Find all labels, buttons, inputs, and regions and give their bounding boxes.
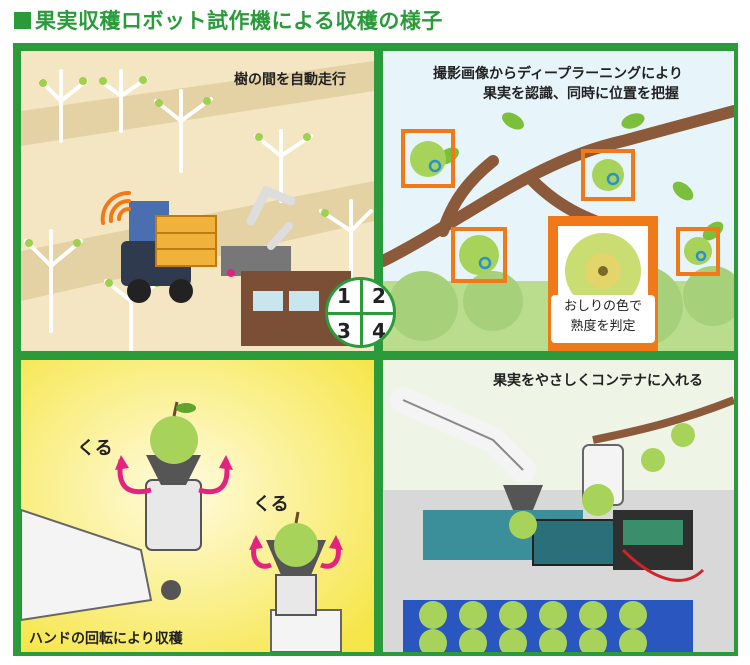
badge-divider-vertical — [360, 280, 363, 345]
page-title: 果実収穫ロボット試作機による収穫の様子 — [14, 2, 443, 38]
panel-3-hand-rotation: くる くる ハンドの回転により収穫 — [21, 360, 374, 652]
title-text: 果実収穫ロボット試作機による収穫の様子 — [35, 9, 443, 33]
orchard-illustration — [21, 61, 374, 351]
illustration-frame: 樹の間を自動走行 — [13, 43, 738, 656]
ripeness-callout: おしりの色で 熟度を判定 — [551, 295, 655, 343]
hand-illustration — [21, 360, 374, 652]
panel-number-1: 1 — [337, 284, 351, 308]
panel-2-caption-line2: 果実を認識、同時に位置を把握 — [483, 86, 679, 102]
panel-number-2: 2 — [372, 284, 386, 308]
panel-4-container: 果実をやさしくコンテナに入れる — [383, 360, 734, 652]
panel-4-caption: 果実をやさしくコンテナに入れる — [493, 373, 703, 389]
panel-number-badge: 1 2 3 4 — [325, 277, 396, 348]
title-square-icon — [14, 11, 31, 29]
panel-1-orchard: 樹の間を自動走行 — [21, 51, 374, 351]
container-illustration — [383, 360, 734, 652]
sound-effect-2: くる — [253, 494, 289, 515]
callout-line1: おしりの色で — [563, 299, 642, 314]
sound-effect-1: くる — [77, 438, 113, 459]
panel-2-recognition: 撮影画像からディープラーニングにより 果実を認識、同時に位置を把握 おしりの色で… — [383, 51, 734, 351]
panel-3-caption: ハンドの回転により収穫 — [29, 631, 183, 647]
callout-line2: 熟度を判定 — [570, 319, 636, 334]
panel-2-caption-line1: 撮影画像からディープラーニングにより — [433, 66, 683, 82]
panel-number-4: 4 — [372, 319, 386, 343]
panel-number-3: 3 — [337, 319, 351, 343]
panel-1-caption: 樹の間を自動走行 — [234, 72, 346, 88]
